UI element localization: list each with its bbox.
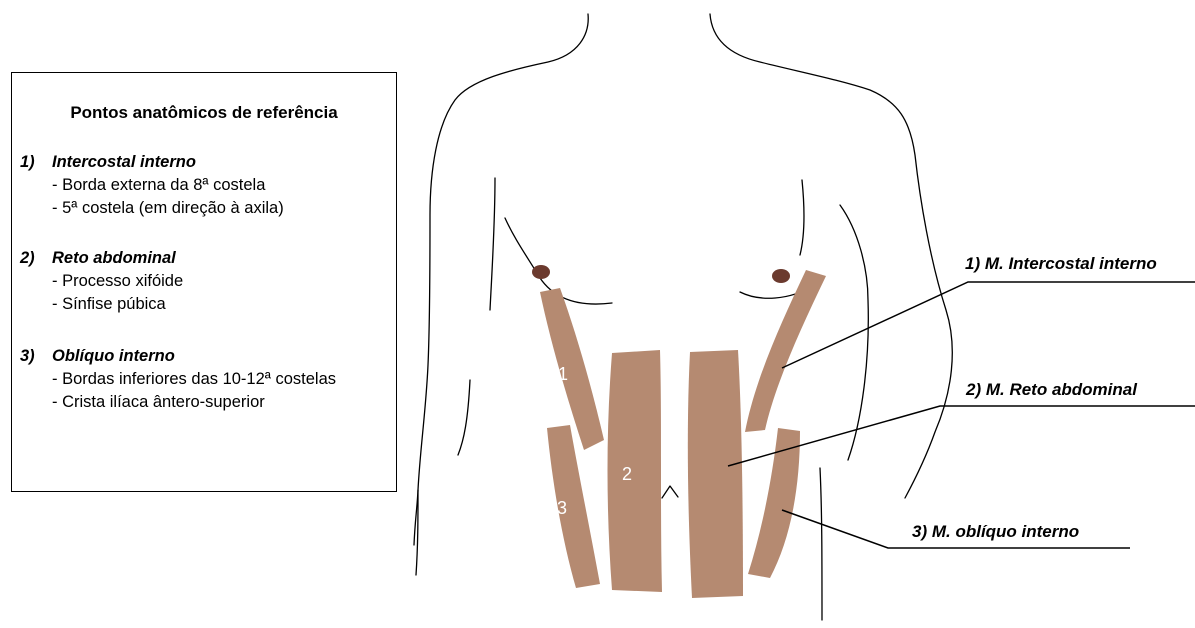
leader-line-intercostal bbox=[782, 282, 1195, 368]
tape-label-2: 2 bbox=[622, 464, 632, 484]
navel bbox=[662, 486, 678, 498]
tape-reto-right bbox=[688, 350, 743, 598]
arm-line-right bbox=[840, 205, 868, 460]
callout-obliquo: 3) M. oblíquo interno bbox=[912, 522, 1079, 542]
tape-label-3: 3 bbox=[557, 498, 567, 518]
tape-obliquo-right bbox=[748, 428, 800, 578]
torso-outline-right bbox=[710, 14, 952, 498]
nipple-left bbox=[532, 265, 550, 279]
tape-obliquo-left bbox=[547, 425, 600, 588]
waist-line-right bbox=[820, 468, 822, 620]
nipple-right bbox=[772, 269, 790, 283]
callout-intercostal: 1) M. Intercostal interno bbox=[965, 254, 1157, 274]
kinesio-tapes bbox=[540, 270, 826, 598]
callout-reto: 2) M. Reto abdominal bbox=[966, 380, 1137, 400]
tape-label-1: 1 bbox=[558, 364, 568, 384]
tape-intercostal-left bbox=[540, 288, 604, 450]
tape-reto-left bbox=[608, 350, 663, 592]
arm-line-left-lower bbox=[458, 380, 470, 455]
arm-line-left bbox=[490, 178, 495, 310]
tape-intercostal-right bbox=[745, 270, 826, 432]
chest-line-right bbox=[800, 180, 804, 255]
